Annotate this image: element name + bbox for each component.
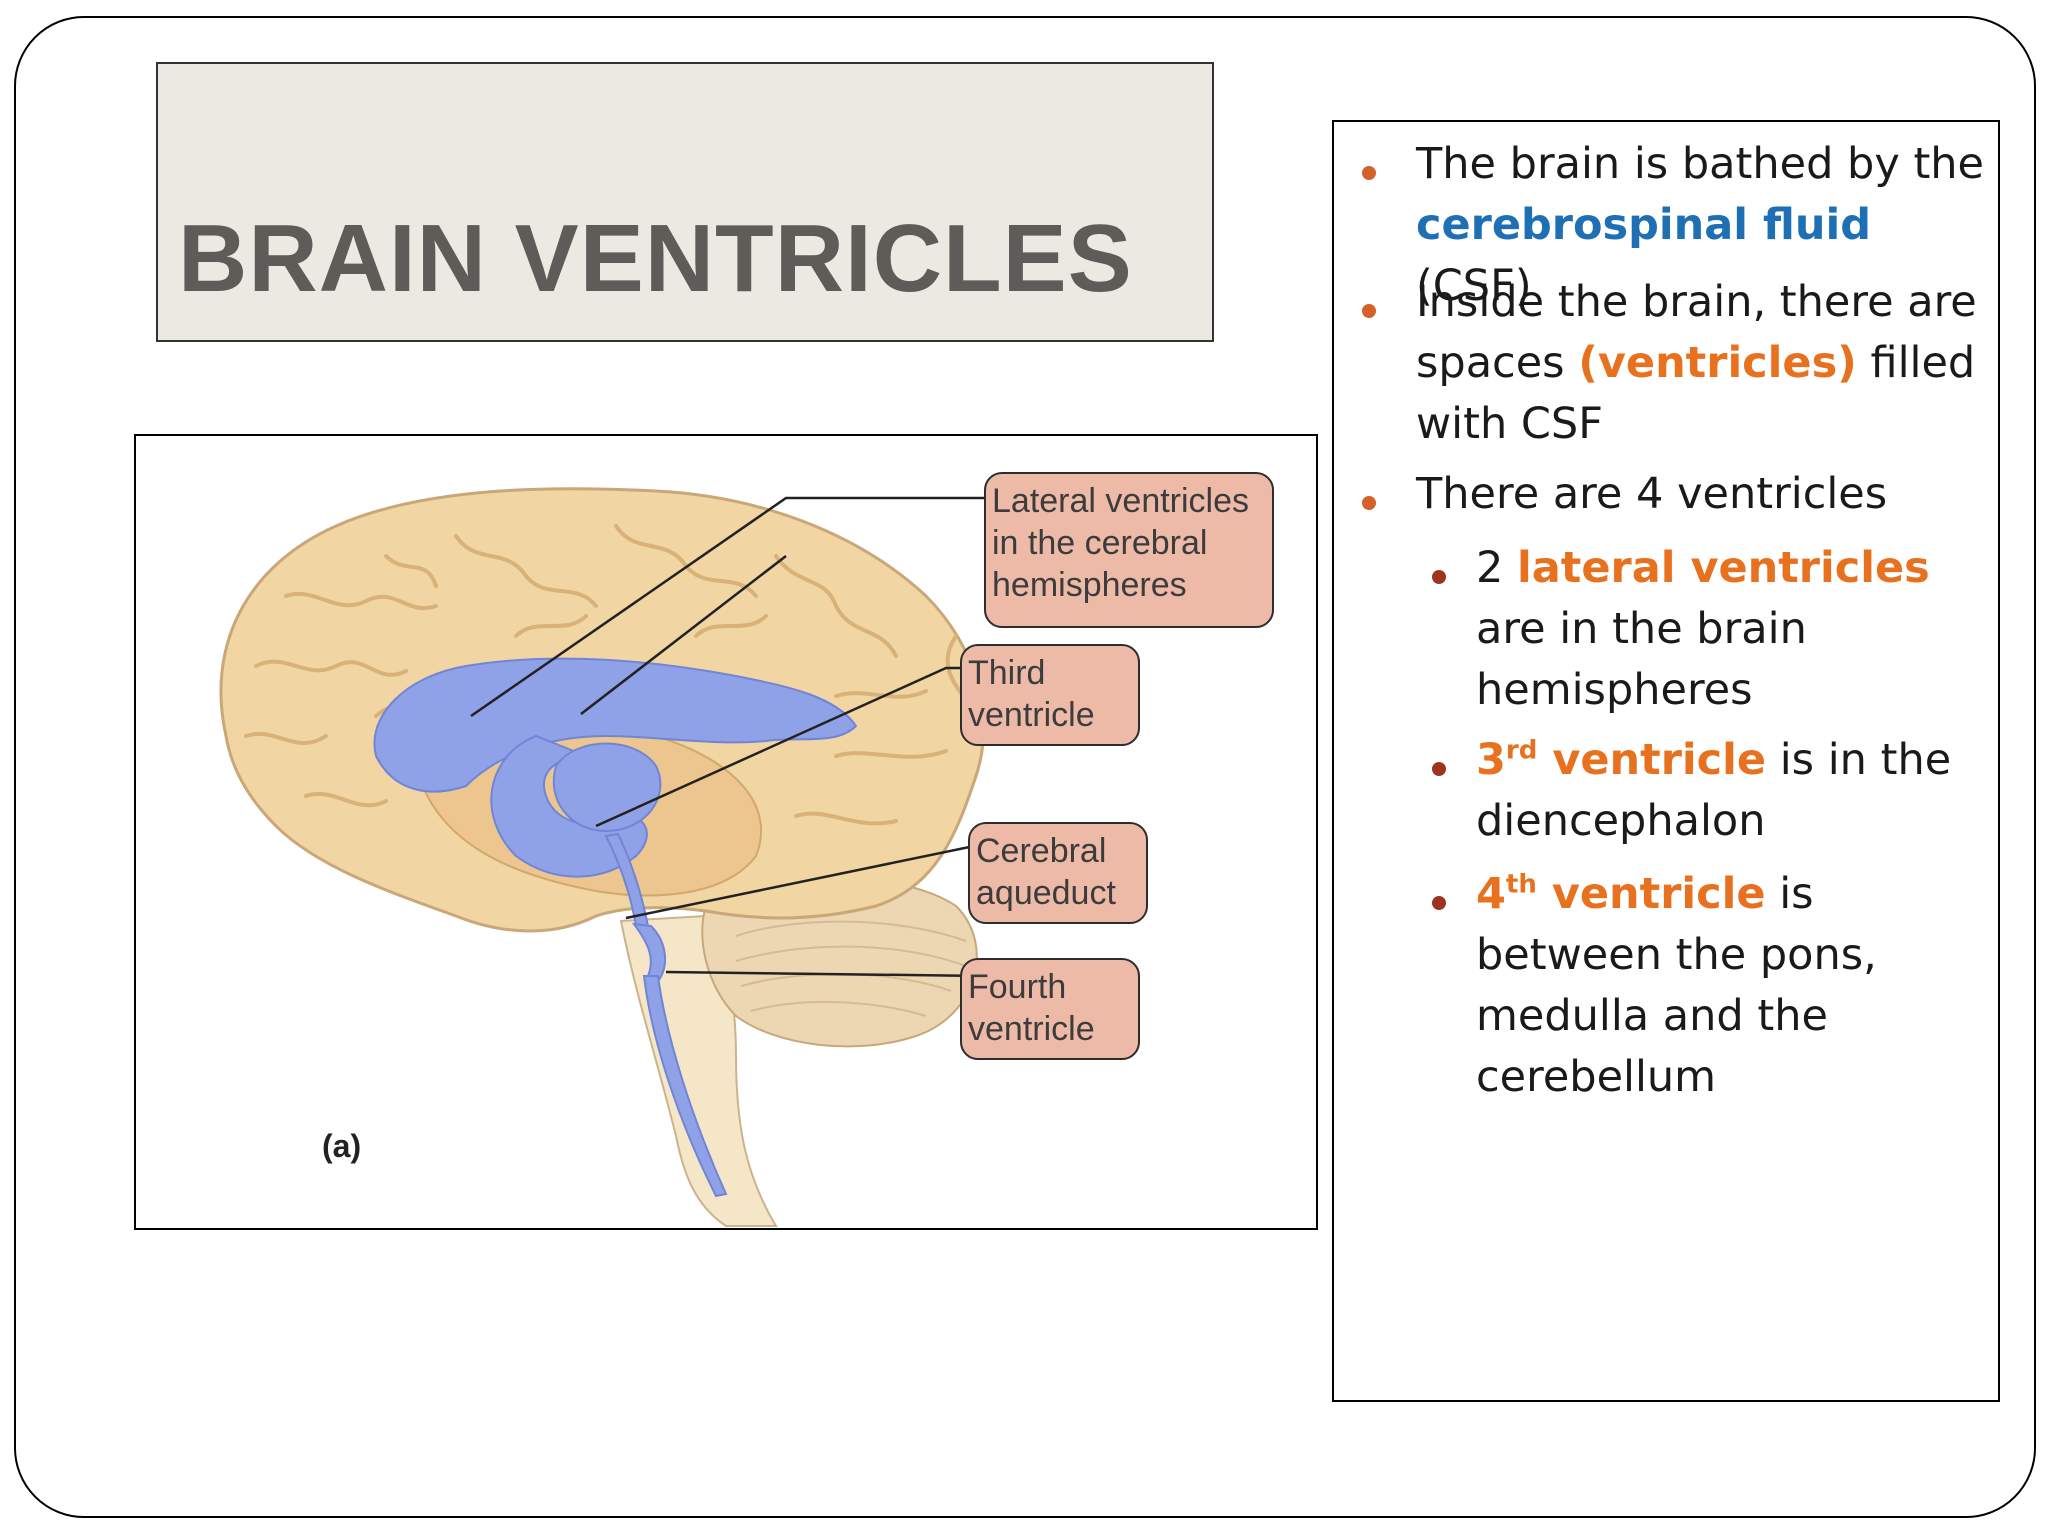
lateral-ventricle-shape: [373, 657, 858, 793]
bullet-dot: [1362, 304, 1376, 318]
bullet-text: The brain is bathed by the: [1416, 139, 1985, 189]
brain-figure: Lateral ventricles in the cerebral hemis…: [134, 434, 1318, 1230]
sub-bullet-dot: [1432, 570, 1446, 584]
bullet-text: There are 4 ventricles: [1416, 469, 1888, 519]
callout-line: Fourth: [968, 968, 1067, 1006]
bullet-text: is between the pons, medulla and the cer…: [1476, 869, 1877, 1102]
highlight-ventricles: (ventricles): [1578, 338, 1857, 388]
callout-lateral-ventricles: Lateral ventricles in the cerebral hemis…: [984, 472, 1274, 628]
bullet-text-box: The brain is bathed by the cerebrospinal…: [1332, 120, 2000, 1402]
title-box: BRAIN VENTRICLES: [156, 62, 1214, 342]
ordinal-suffix: rd: [1505, 735, 1538, 766]
bullet-text: (CSF): [1416, 261, 1532, 311]
sub-bullet-fourth: 4th ventricle is between the pons, medul…: [1476, 864, 1996, 1108]
sub-bullet-dot: [1432, 896, 1446, 910]
callout-line: hemispheres: [992, 566, 1187, 604]
third-ventricle-shape: [552, 742, 662, 833]
sub-bullet-third: 3rd ventricle is in the diencephalon: [1476, 730, 1996, 852]
brain-illustration: [219, 487, 986, 1227]
bullet-csf: The brain is bathed by the cerebrospinal…: [1416, 134, 1986, 317]
bullet-text: are in the brain hemispheres: [1476, 604, 1807, 715]
callout-cerebral-aqueduct: Cerebral aqueduct: [968, 822, 1148, 924]
figure-panel-label: (a): [322, 1128, 362, 1164]
ordinal-number: 3: [1476, 735, 1506, 785]
callout-line: Lateral ventricles: [992, 482, 1250, 520]
bullet-dot: [1362, 496, 1376, 510]
callout-fourth-ventricle: Fourth ventricle: [960, 958, 1140, 1060]
sub-bullet-lateral: 2 lateral ventricles are in the brain he…: [1476, 538, 1996, 721]
bullet-text: filled with CSF: [1416, 338, 1976, 449]
bullet-spaces: Inside the brain, there are spaces (vent…: [1416, 272, 1986, 455]
bullet-text: is in the diencephalon: [1476, 735, 1952, 846]
central-canal-shape: [642, 975, 728, 1198]
callout-line: aqueduct: [976, 874, 1116, 912]
ordinal-suffix: th: [1505, 869, 1537, 900]
bullet-four-ventricles: There are 4 ventricles: [1416, 464, 1986, 525]
bullet-text: Inside the brain, there are spaces: [1416, 277, 1977, 388]
highlight-fourth-ventricle: ventricle: [1536, 869, 1766, 919]
callout-line: Third: [968, 654, 1046, 692]
callout-line: Cerebral: [976, 832, 1107, 870]
callout-line: ventricle: [968, 1010, 1095, 1048]
slide-title: BRAIN VENTRICLES: [178, 205, 1133, 312]
ordinal-number: 4: [1476, 869, 1506, 919]
ventricle-system: [373, 657, 858, 1198]
callout-third-ventricle: Third ventricle: [960, 644, 1140, 746]
highlight-lateral-ventricles: lateral ventricles: [1517, 543, 1930, 593]
sub-bullet-dot: [1432, 762, 1446, 776]
highlight-third-ventricle: ventricle: [1537, 735, 1767, 785]
highlight-csf: cerebrospinal fluid: [1416, 200, 1872, 250]
bullet-dot: [1362, 166, 1376, 180]
callout-line: ventricle: [968, 696, 1095, 734]
slide: BRAIN VENTRICLES: [14, 16, 2036, 1518]
bullet-text: 2: [1476, 543, 1518, 593]
callout-line: in the cerebral: [992, 524, 1208, 562]
